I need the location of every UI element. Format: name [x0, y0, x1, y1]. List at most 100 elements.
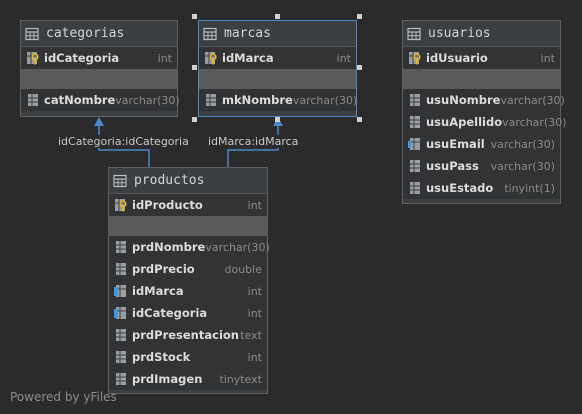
table-header[interactable]: usuarios — [403, 21, 560, 47]
table-title: productos — [134, 173, 205, 188]
column-type: double — [224, 262, 263, 276]
selection-handle[interactable] — [275, 117, 280, 122]
column-name: usuEmail — [426, 137, 485, 151]
column-icon — [116, 263, 126, 275]
primary-key-icon — [409, 52, 421, 65]
key-separator — [199, 69, 356, 89]
table-title: marcas — [224, 26, 271, 41]
column-row[interactable]: idMarca int — [199, 47, 356, 69]
edge-label-marca: idMarca:idMarca — [208, 135, 299, 148]
selection-handle[interactable] — [357, 65, 362, 70]
column-icon — [410, 94, 420, 106]
table-title: usuarios — [428, 26, 491, 41]
column-type: varchar(30) — [115, 93, 180, 107]
column-type: varchar(30) — [490, 159, 555, 173]
column-name: idMarca — [222, 51, 274, 65]
footer-credit: Powered by yFiles — [10, 390, 117, 404]
column-name: idCategoria — [44, 51, 120, 65]
edge-label-categoria: idCategoria:idCategoria — [58, 135, 189, 148]
selection-handle[interactable] — [357, 14, 362, 19]
column-type: varchar(30) — [205, 240, 270, 254]
foreign-key-icon — [114, 307, 126, 319]
selection-handle[interactable] — [192, 117, 197, 122]
table-icon — [407, 27, 421, 40]
column-type: int — [247, 350, 262, 364]
table-header[interactable]: productos — [109, 168, 267, 194]
column-name: catNombre — [44, 93, 116, 107]
selection-handle[interactable] — [192, 65, 197, 70]
column-name: prdStock — [132, 350, 191, 364]
column-name: idMarca — [132, 284, 184, 298]
column-icon — [410, 182, 420, 194]
column-row[interactable]: prdStock int — [109, 346, 267, 368]
primary-key-icon — [205, 52, 217, 65]
column-icon — [410, 160, 420, 172]
table-icon — [113, 174, 127, 187]
column-row[interactable]: prdPrecio double — [109, 258, 267, 280]
column-row[interactable]: usuEmail varchar(30) — [403, 133, 560, 155]
column-icon — [206, 94, 216, 106]
column-type: varchar(30) — [502, 115, 567, 129]
column-type: varchar(30) — [292, 93, 358, 107]
column-row[interactable]: idCategoria int — [21, 47, 177, 69]
column-icon — [28, 94, 38, 106]
table-icon — [203, 27, 217, 40]
selection-handle[interactable] — [275, 14, 280, 19]
column-name: idProducto — [132, 198, 203, 212]
column-icon — [410, 116, 420, 128]
column-name: idUsuario — [426, 51, 488, 65]
table-header[interactable]: marcas — [199, 21, 356, 47]
table-title: categorias — [46, 26, 125, 41]
column-type: tinytext — [219, 372, 262, 386]
column-icon — [116, 351, 126, 363]
column-type: int — [336, 51, 351, 65]
column-icon — [116, 329, 126, 341]
column-name: usuNombre — [426, 93, 501, 107]
primary-key-icon — [115, 199, 127, 212]
column-name: usuPass — [426, 159, 479, 173]
key-separator — [21, 69, 177, 89]
column-name: usuApellido — [426, 115, 503, 129]
indexed-column-icon — [408, 138, 420, 150]
column-type: int — [247, 198, 262, 212]
column-name: mkNombre — [222, 93, 293, 107]
column-row[interactable]: idProducto int — [109, 194, 267, 216]
arrow-categorias-icon — [94, 117, 104, 126]
column-row[interactable]: idMarca int — [109, 280, 267, 302]
column-name: prdImagen — [132, 372, 203, 386]
selection-handle[interactable] — [192, 14, 197, 19]
column-type: varchar(30) — [490, 137, 555, 151]
column-name: usuEstado — [426, 181, 494, 195]
column-type: tinyint(1) — [504, 181, 555, 195]
column-type: text — [240, 328, 262, 342]
column-row[interactable]: idUsuario int — [403, 47, 560, 69]
column-type: int — [157, 51, 172, 65]
column-type: int — [247, 284, 262, 298]
selection-handle[interactable] — [357, 117, 362, 122]
table-icon — [25, 27, 39, 40]
column-name: prdPrecio — [132, 262, 195, 276]
column-icon — [116, 241, 126, 253]
column-row[interactable]: prdImagen tinytext — [109, 368, 267, 390]
column-type: int — [247, 306, 262, 320]
key-separator — [109, 216, 267, 236]
column-name: prdPresentacion — [132, 328, 239, 342]
column-row[interactable]: usuPass varchar(30) — [403, 155, 560, 177]
table-header[interactable]: categorias — [21, 21, 177, 47]
column-type: int — [540, 51, 555, 65]
column-row[interactable]: usuEstado tinyint(1) — [403, 177, 560, 199]
column-type: varchar(30) — [500, 93, 565, 107]
column-name: prdNombre — [132, 240, 206, 254]
